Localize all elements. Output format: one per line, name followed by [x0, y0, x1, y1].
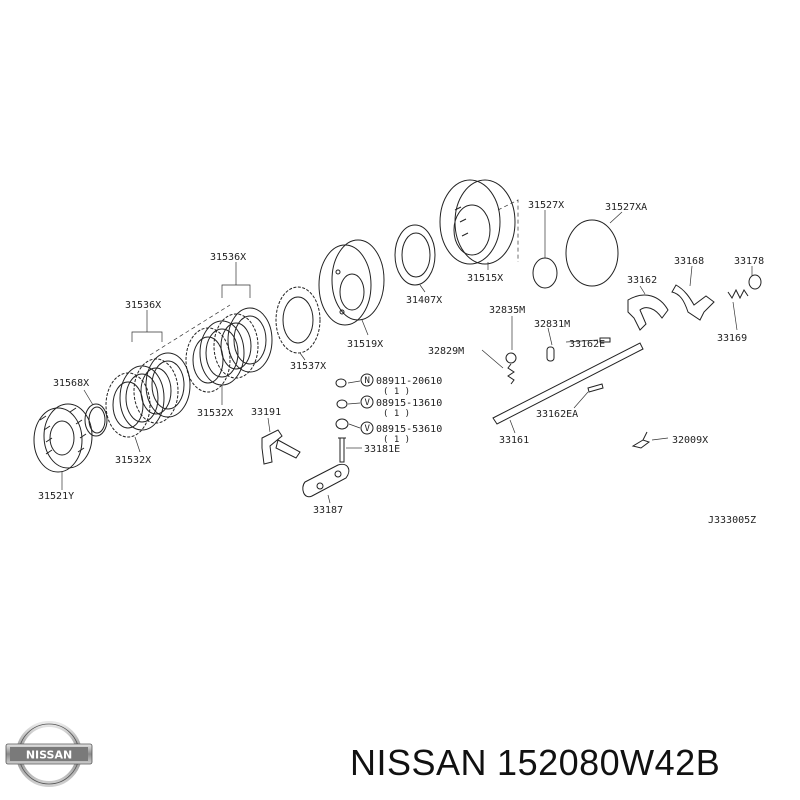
label-31527x: 31527X — [528, 200, 564, 211]
label-31532x-mid: 31532X — [197, 408, 233, 419]
fastener-2-code: 08915-13610 — [376, 398, 442, 409]
label-33181e: 33181E — [364, 444, 400, 455]
label-32835m: 32835M — [489, 305, 525, 316]
ball-32835m — [505, 352, 517, 364]
fastener-1-prefix: N — [365, 376, 370, 386]
diagram-code: J333005Z — [708, 515, 756, 526]
bolt-33181e — [338, 437, 346, 463]
footer-part-number: 152080W42B — [497, 742, 721, 783]
retainer-31519x — [318, 239, 385, 326]
fastener-3-prefix: V — [365, 424, 371, 434]
label-31568x: 31568X — [53, 378, 89, 389]
label-33161: 33161 — [499, 435, 529, 446]
shift-fork-33168 — [671, 284, 715, 321]
pin-33162ea — [587, 383, 604, 393]
pin-33162e — [599, 337, 611, 343]
label-31527xa: 31527XA — [605, 202, 647, 213]
pin-32831m — [546, 346, 555, 362]
plates-left-stack — [105, 352, 191, 438]
seal-31527xa — [565, 219, 619, 287]
snap-ring-31568x — [84, 403, 108, 437]
label-31515x: 31515X — [467, 273, 503, 284]
fastener-2-prefix: V — [365, 398, 371, 408]
logo-text: NISSAN — [26, 749, 72, 762]
clip-32009x — [631, 431, 651, 449]
ring-33178 — [748, 274, 762, 290]
label-33169: 33169 — [717, 333, 747, 344]
label-33191: 33191 — [251, 407, 281, 418]
label-33162: 33162 — [627, 275, 657, 286]
label-31532x-bottom: 31532X — [115, 455, 151, 466]
fastener-icons — [335, 373, 374, 435]
fastener-1-code: 08911-20610 — [376, 376, 442, 387]
footer-brand: NISSAN — [350, 742, 488, 783]
label-31537x: 31537X — [290, 361, 326, 372]
label-33187: 33187 — [313, 505, 343, 516]
label-33168: 33168 — [674, 256, 704, 267]
spring-32829m — [507, 363, 515, 385]
fastener-1-qty: ( 1 ) — [383, 387, 410, 397]
fastener-2-qty: ( 1 ) — [383, 409, 410, 419]
plate-33187 — [302, 463, 350, 498]
nissan-logo-icon: NISSAN — [5, 721, 93, 787]
label-32831m: 32831M — [534, 319, 570, 330]
label-33178: 33178 — [734, 256, 764, 267]
spring-33169 — [727, 288, 749, 300]
shift-rod-33161 — [492, 342, 644, 425]
label-32009x: 32009X — [672, 435, 708, 446]
dish-plate-31537x — [275, 286, 321, 354]
label-33162ea: 33162EA — [536, 409, 578, 420]
fastener-3-qty: ( 1 ) — [383, 435, 410, 445]
label-31536x-top: 31536X — [210, 252, 246, 263]
lever-33191 — [261, 429, 301, 465]
label-31521y: 31521Y — [38, 491, 74, 502]
label-33162e: 33162E — [569, 339, 605, 350]
ring-31407x — [394, 224, 436, 286]
label-32829m: 32829M — [428, 346, 464, 357]
fastener-3-code: 08915-53610 — [376, 424, 442, 435]
label-31407x: 31407X — [406, 295, 442, 306]
label-31519x: 31519X — [347, 339, 383, 350]
hub-31521y — [33, 403, 93, 473]
plates-middle-stack — [185, 307, 273, 393]
seal-31527x — [532, 257, 558, 289]
shift-fork-33162 — [627, 294, 669, 331]
label-31536x-left: 31536X — [125, 300, 161, 311]
drum-31515x — [439, 179, 516, 265]
